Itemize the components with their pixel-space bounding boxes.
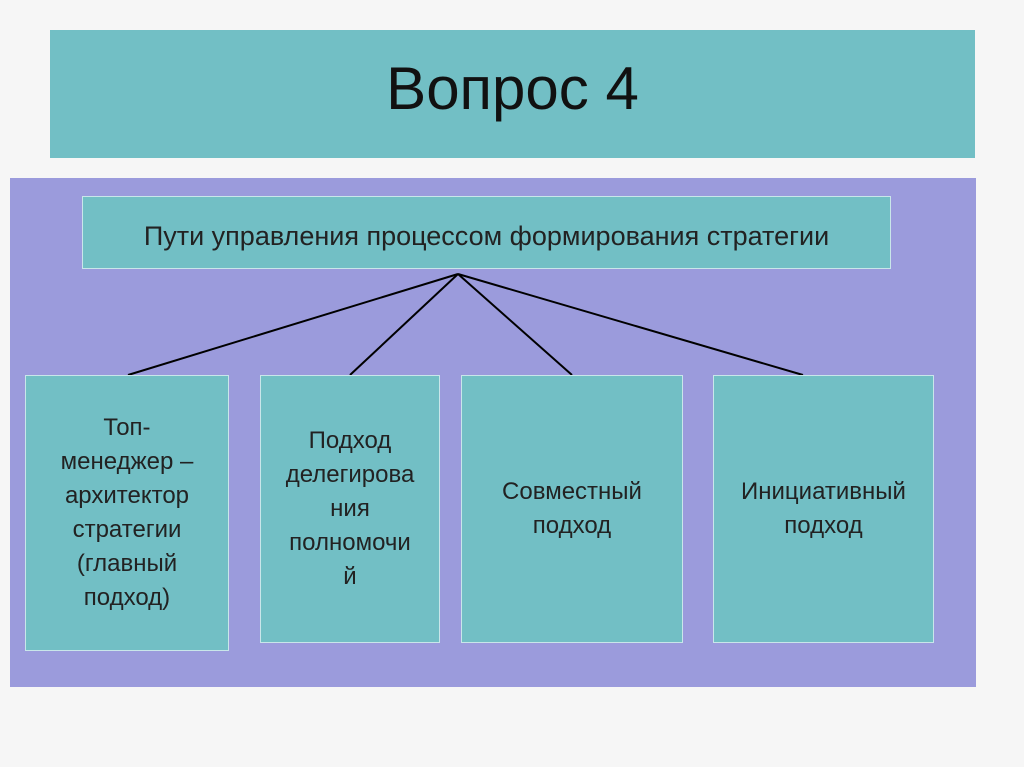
child-node-label: Инициативный подход <box>741 478 906 539</box>
title-bar: Вопрос 4 <box>50 30 975 158</box>
child-node-label: Подход делегирова ния полномочи й <box>285 427 415 590</box>
child-node-initiative: Инициативный подход <box>713 375 934 643</box>
child-node-label: Топ- менеджер – архитектор стратегии (гл… <box>60 414 194 611</box>
child-node-top-manager: Топ- менеджер – архитектор стратегии (гл… <box>25 375 229 651</box>
root-node-label: Пути управления процессом формирования с… <box>143 220 830 251</box>
slide-title: Вопрос 4 <box>386 54 639 122</box>
child-node-joint: Совместный подход <box>461 375 683 643</box>
root-node: Пути управления процессом формирования с… <box>82 196 891 269</box>
child-node-label: Совместный подход <box>502 478 642 539</box>
child-node-delegation: Подход делегирова ния полномочи й <box>260 375 440 643</box>
